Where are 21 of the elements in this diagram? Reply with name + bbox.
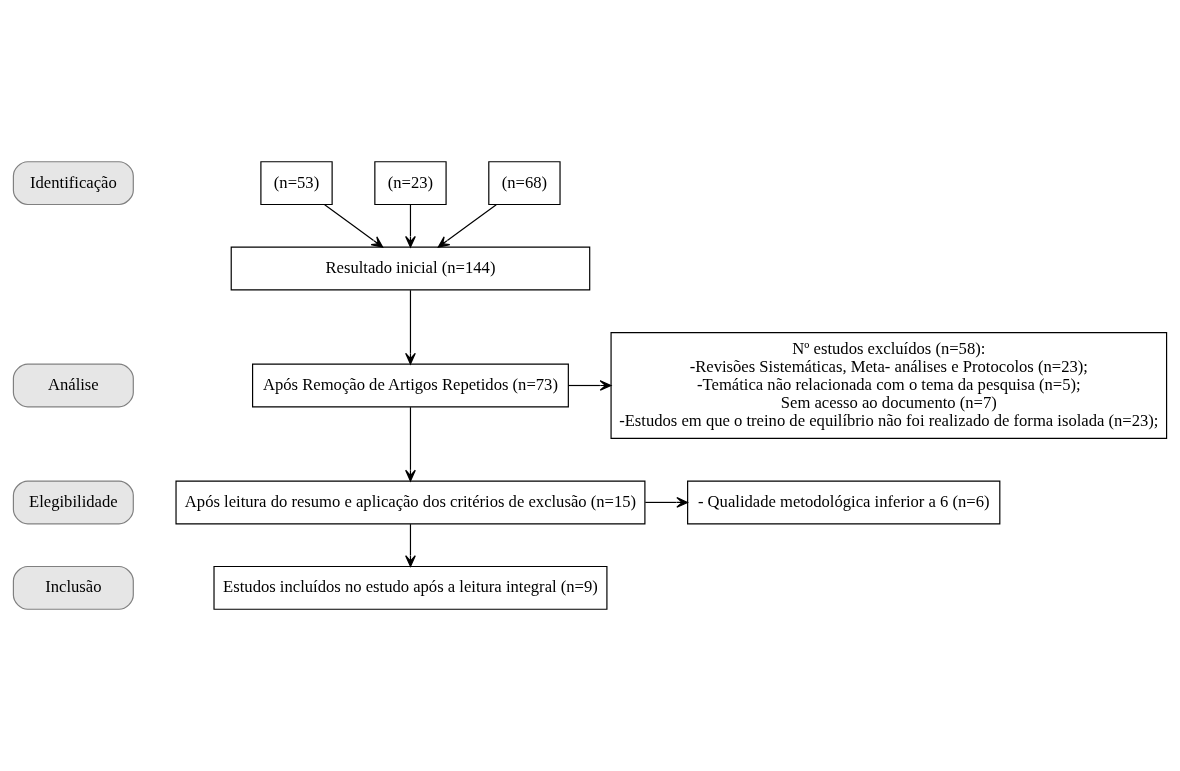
arrow xyxy=(405,523,416,567)
node-box: Análise xyxy=(12,363,134,408)
arrow xyxy=(324,204,384,248)
node-box: (n=23) xyxy=(374,161,447,206)
arrow xyxy=(405,289,416,365)
node-box: Após leitura do resumo e aplicação dos critérios de exclusão (n=15) xyxy=(175,480,646,525)
arrow xyxy=(405,406,416,482)
node-box: Estudos incluídos no estudo após a leitura integral (n=9) xyxy=(213,565,608,610)
arrow xyxy=(567,380,612,391)
node-box: Elegibilidade xyxy=(12,480,134,525)
node-box: (n=53) xyxy=(260,161,333,206)
node-box: Resultado inicial (n=144) xyxy=(230,246,591,291)
node-box: Após Remoção de Artigos Repetidos (n=73) xyxy=(252,363,569,408)
arrow xyxy=(437,204,497,248)
node-box: Identificação xyxy=(12,161,134,206)
node-box: - Qualidade metodológica inferior a 6 (n=6) xyxy=(687,480,1001,525)
node-box: Inclusão xyxy=(12,565,134,610)
node-box: (n=68) xyxy=(488,161,561,206)
node-box: Nº estudos excluídos (n=58): -Revisões Sistemáticas, Meta- análises e Protocolos (n=23); -Temática não relacionada com o tema da pesquisa (n=5); Sem acesso ao documento (n=7) -Estudos em que o treino de equilíbrio não foi realizado de forma isolada (n=23); xyxy=(610,332,1168,439)
arrow xyxy=(405,204,416,248)
arrow xyxy=(644,497,689,508)
